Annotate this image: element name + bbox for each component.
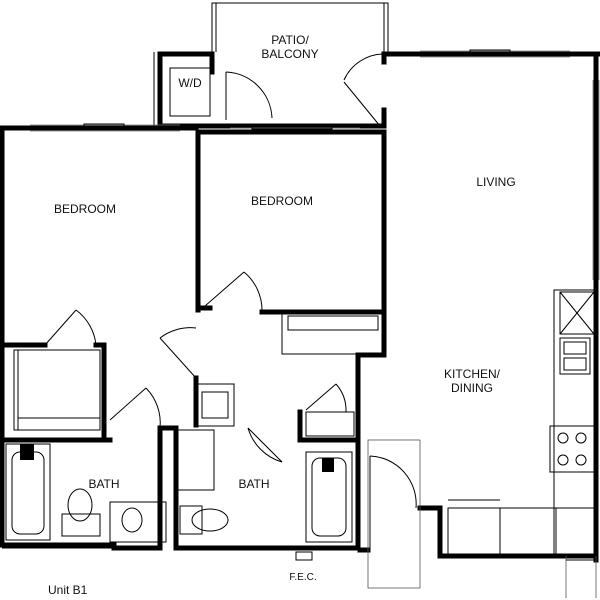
living-label: LIVING <box>476 175 515 189</box>
bath-left-label: BATH <box>88 477 119 491</box>
entry-vestibule <box>367 439 421 589</box>
fec-label: F.E.C. <box>289 572 316 583</box>
toilet-left <box>61 513 101 537</box>
doors <box>44 53 421 589</box>
tub-center <box>305 451 353 543</box>
vanity-center <box>175 429 215 491</box>
vanity-left <box>109 501 167 543</box>
unit-label: Unit B1 <box>48 583 88 597</box>
kitchen-bottom-wall <box>417 505 599 559</box>
patio-label-line2: BALCONY <box>261 47 318 61</box>
washer-dryer <box>169 67 211 117</box>
kitchen-island <box>447 507 595 555</box>
fire-extinguisher-cabinet <box>295 551 313 561</box>
fixtures <box>5 67 595 561</box>
toilet-center <box>191 508 229 532</box>
kitchen-label-line1: KITCHEN/ <box>444 367 501 381</box>
railing <box>565 556 597 598</box>
patio-label-line1: PATIO/ <box>271 33 309 47</box>
bedroom-left-label: BEDROOM <box>54 202 116 216</box>
refrigerator <box>559 291 595 335</box>
bath-center-label: BATH <box>238 477 269 491</box>
room-labels: PATIO/ BALCONY W/D BEDROOM BEDROOM LIVIN… <box>48 33 516 597</box>
wd-label: W/D <box>178 76 202 90</box>
closets <box>13 311 385 437</box>
bedroom-center-label: BEDROOM <box>251 194 313 208</box>
windows <box>30 49 600 280</box>
kitchen-label-line2: DINING <box>451 381 493 395</box>
patio-railing <box>211 2 389 52</box>
range <box>549 425 595 473</box>
kitchen-sink <box>559 337 591 375</box>
